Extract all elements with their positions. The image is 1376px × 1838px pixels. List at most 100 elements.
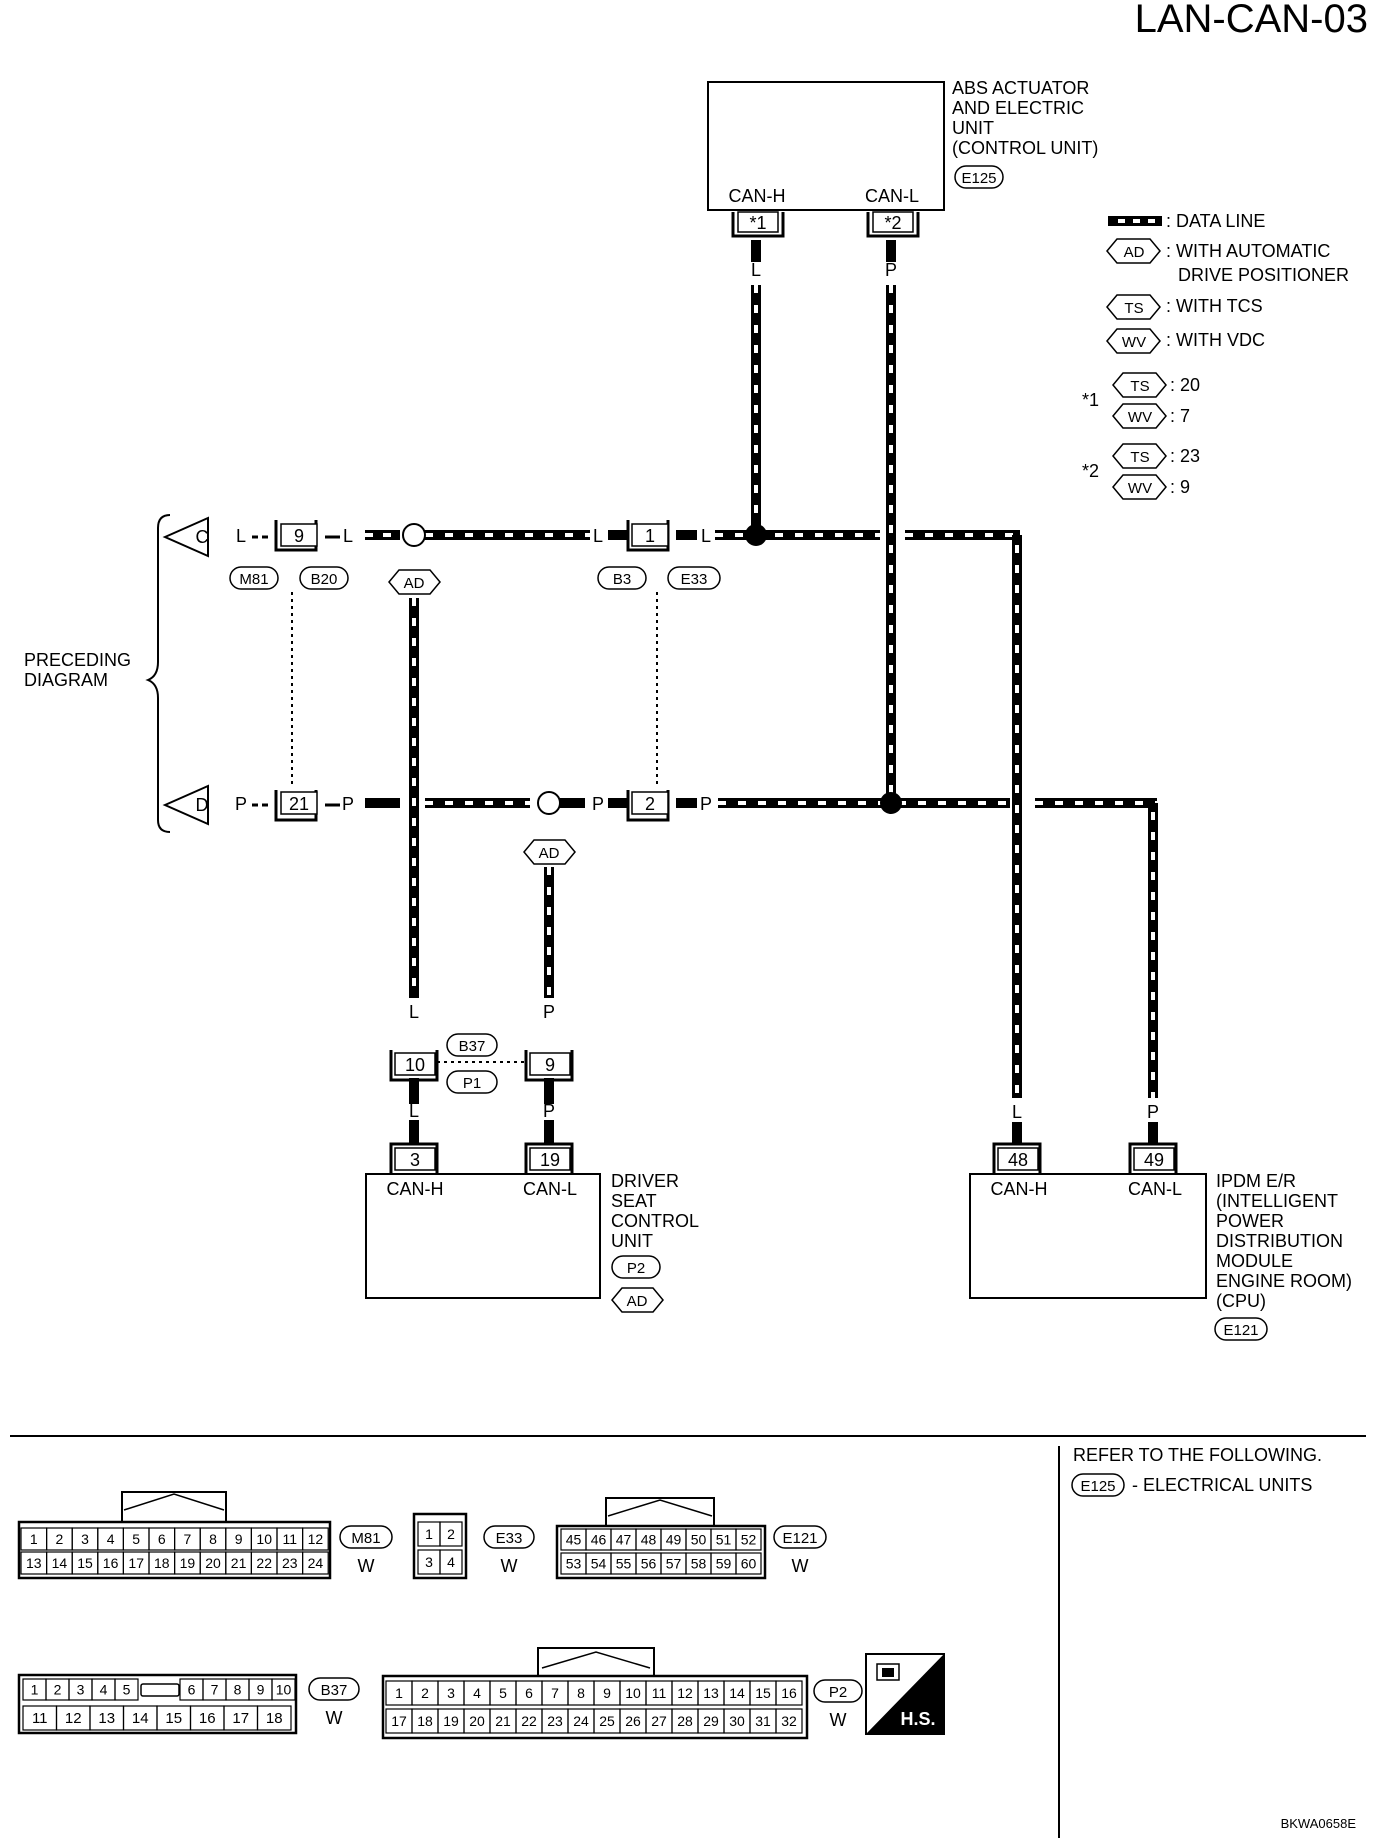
p2-pin-label: 6	[525, 1685, 533, 1701]
ds-canl-label: CAN-L	[523, 1179, 577, 1199]
p2-pin-label: 27	[651, 1713, 667, 1729]
p2-pin-label: 23	[547, 1713, 563, 1729]
m81-pin-label: 18	[154, 1555, 170, 1571]
figure-code: BKWA0658E	[1281, 1816, 1357, 1831]
legend-ts-tag: TS	[1124, 300, 1143, 317]
p2-cell	[775, 1708, 803, 1734]
ipdm-canh-pin: 48	[1008, 1150, 1028, 1170]
b37-pin-label: 16	[199, 1710, 216, 1727]
b37-pin-label: 6	[188, 1682, 196, 1698]
hs-harness-side-icon: H.S.	[865, 1653, 945, 1735]
p2-pin-label: 18	[417, 1713, 433, 1729]
preceding-line1: PRECEDING	[24, 650, 131, 670]
abs-unit-box	[707, 81, 945, 211]
arrow-c-label: C	[196, 527, 209, 547]
b37-cell	[114, 1678, 139, 1701]
ds-name-line4: UNIT	[611, 1231, 653, 1251]
preceding-line2: DIAGRAM	[24, 670, 108, 690]
ipdm-name-line2: (INTELLIGENT	[1216, 1191, 1338, 1211]
p2-pin-label: 3	[447, 1685, 455, 1701]
ipdm-name-line1: IPDM E/R	[1216, 1171, 1296, 1191]
e121-pin-label: 45	[566, 1532, 582, 1548]
p2-pin-label: 17	[391, 1713, 407, 1729]
e33-pin-label: 4	[447, 1554, 455, 1570]
e121-pin-label: 48	[641, 1532, 657, 1548]
ds-connector: P2	[627, 1260, 645, 1277]
p2-pin-label: 21	[495, 1713, 511, 1729]
legend-star2-wv-tag: WV	[1128, 480, 1152, 497]
splice-can-l	[880, 792, 902, 814]
p2-pin-label: 28	[677, 1713, 693, 1729]
ipdm-name-line7: (CPU)	[1216, 1291, 1266, 1311]
page-title: LAN-CAN-03	[1135, 0, 1368, 41]
ds-canh-pin: 3	[410, 1150, 420, 1170]
b37-pin-label: 4	[100, 1682, 108, 1698]
m81-name: M81	[351, 1530, 380, 1547]
data-lines	[365, 240, 1158, 1104]
abs-name-line1: ABS ACTUATOR	[952, 78, 1089, 98]
abs-name-line3: UNIT	[952, 118, 994, 138]
b37-pin-label: 12	[65, 1710, 82, 1727]
abs-canh-wire-color: L	[751, 260, 761, 280]
driver-seat-box	[365, 1173, 601, 1299]
reference-note: REFER TO THE FOLLOWING. E125 - ELECTRICA…	[1071, 1445, 1322, 1497]
p2-pin-label: 14	[729, 1685, 745, 1701]
abs-canh-label: CAN-H	[729, 186, 786, 206]
ad-splice-bottom	[537, 791, 561, 815]
wire-d-color-1: P	[235, 794, 247, 814]
m81-pin-label: 15	[77, 1555, 93, 1571]
j1-conn-b: B20	[311, 571, 338, 588]
j2-bottom-wire-right: P	[700, 794, 712, 814]
j1-conn-a: M81	[239, 571, 268, 588]
arrow-c	[162, 516, 209, 558]
m81-pin-label: 3	[81, 1531, 89, 1547]
preceding-bracket	[145, 514, 171, 833]
p2-name: P2	[829, 1684, 847, 1701]
ipdm-name-line3: POWER	[1216, 1211, 1284, 1231]
legend-ad-text-1: : WITH AUTOMATIC	[1166, 241, 1330, 261]
e121-pin-label: 57	[666, 1556, 682, 1572]
legend-wv-tag: WV	[1122, 334, 1146, 351]
b37-pin-label: 15	[165, 1710, 182, 1727]
p2-pin-label: 25	[599, 1713, 615, 1729]
junction-m81-b20: 9 L M81 B20 21 P	[229, 520, 354, 822]
m81-pin-label: 12	[308, 1531, 324, 1547]
b37-pin-label: 2	[54, 1682, 62, 1698]
e121-cell	[735, 1528, 762, 1551]
ds-canl-pin: 19	[540, 1150, 560, 1170]
abs-canh-pin: *1	[749, 213, 766, 233]
p2-pin-label: 11	[652, 1685, 667, 1701]
ipdm-name-line4: DISTRIBUTION	[1216, 1231, 1343, 1251]
e121-pin-label: 55	[616, 1556, 632, 1572]
b37-color: W	[326, 1708, 343, 1728]
b37-pin-label: 7	[211, 1682, 219, 1698]
p2-pin-label: 32	[781, 1713, 797, 1729]
p2-pin-label: 12	[677, 1685, 693, 1701]
m81-cell	[302, 1527, 329, 1551]
b37-pin-label: 17	[232, 1710, 249, 1727]
legend-ad-tag: AD	[1124, 244, 1145, 261]
legend: : DATA LINE AD : WITH AUTOMATIC DRIVE PO…	[1082, 211, 1349, 500]
m81-pin-label: 14	[52, 1555, 68, 1571]
wire-c-color-1: L	[236, 526, 246, 546]
m81-pin-label: 6	[158, 1531, 166, 1547]
e121-pin-label: 50	[691, 1532, 707, 1548]
b37-pin-label: 5	[123, 1682, 131, 1698]
m81-pin-label: 7	[184, 1531, 192, 1547]
j1-bottom-pin: 21	[289, 794, 309, 814]
j2-conn-b: E33	[681, 571, 708, 588]
legend-star1: *1	[1082, 390, 1099, 410]
ad-tag-top: AD	[388, 569, 441, 595]
legend-star2-ts-tag: TS	[1130, 449, 1149, 466]
legend-star2-wv: : 9	[1170, 477, 1190, 497]
mid-left-wire-bottom: L	[409, 1101, 419, 1121]
e121-pin-label: 56	[641, 1556, 657, 1572]
m81-pin-label: 10	[256, 1531, 272, 1547]
p2-pin-label: 22	[521, 1713, 537, 1729]
p2-pin-label: 20	[469, 1713, 485, 1729]
p2-pin-label: 19	[443, 1713, 459, 1729]
